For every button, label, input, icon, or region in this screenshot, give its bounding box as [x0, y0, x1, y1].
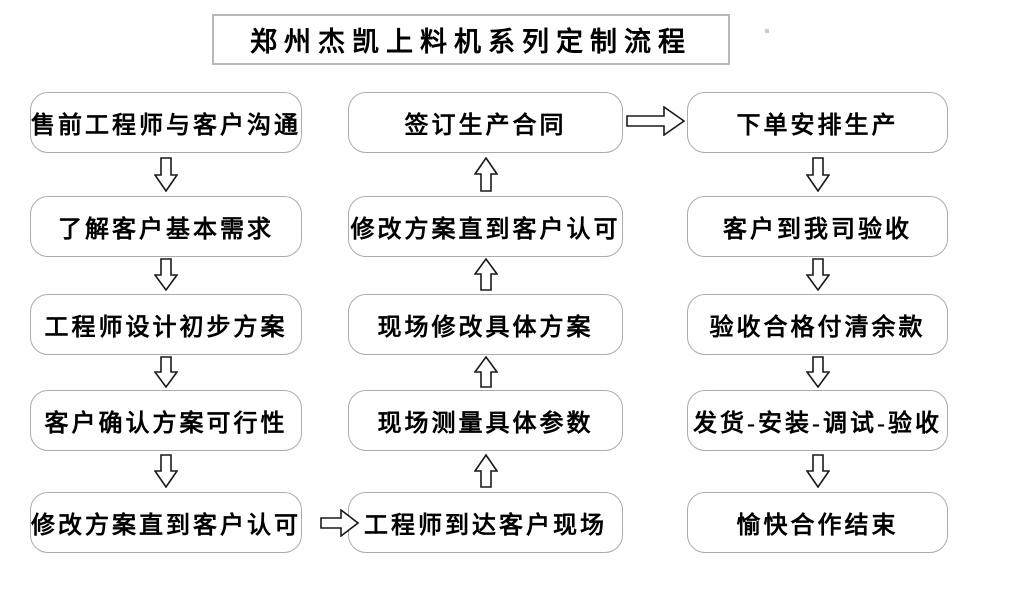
- speck-artifact: [765, 29, 769, 33]
- down-arrow-icon: [806, 454, 830, 488]
- flow-step-label: 发货-安装-调试-验收: [693, 411, 942, 437]
- flow-step-label: 现场修改具体方案: [377, 315, 594, 341]
- down-arrow-icon: [154, 454, 178, 488]
- down-arrow-icon: [154, 157, 178, 192]
- flow-step-label: 客户确认方案可行性: [44, 411, 288, 437]
- flow-step-label: 下单安排生产: [736, 113, 899, 139]
- flow-step-happy-cooperation-end: 愉快合作结束: [687, 492, 948, 553]
- page-title: 郑州杰凯上料机系列定制流程: [250, 27, 692, 57]
- flow-step-sign-contract: 签订生产合同: [348, 92, 623, 153]
- up-arrow-icon: [474, 258, 498, 291]
- down-arrow-icon: [806, 356, 830, 388]
- up-arrow-icon: [474, 454, 498, 488]
- flow-step-customer-acceptance-visit: 客户到我司验收: [687, 196, 948, 257]
- flow-step-engineer-arrives-site: 工程师到达客户现场: [348, 492, 623, 553]
- flow-step-revise-until-approved: 修改方案直到客户认可: [30, 492, 302, 553]
- flow-step-label: 验收合格付清余款: [709, 315, 926, 341]
- flow-step-pay-balance: 验收合格付清余款: [687, 294, 948, 355]
- flow-step-order-production: 下单安排生产: [687, 92, 948, 153]
- flow-step-label: 修改方案直到客户认可: [31, 513, 301, 539]
- right-arrow-icon: [320, 509, 359, 537]
- flow-step-presales-communication: 售前工程师与客户沟通: [30, 92, 302, 153]
- flow-step-label: 了解客户基本需求: [58, 217, 274, 243]
- flow-step-design-preliminary-plan: 工程师设计初步方案: [30, 294, 302, 355]
- flow-step-label: 签订生产合同: [404, 113, 567, 139]
- up-arrow-icon: [474, 157, 498, 192]
- down-arrow-icon: [154, 258, 178, 291]
- title-box: 郑州杰凯上料机系列定制流程: [212, 14, 730, 65]
- down-arrow-icon: [806, 258, 830, 291]
- up-arrow-icon: [474, 356, 498, 388]
- down-arrow-icon: [154, 356, 178, 388]
- flow-step-revise-until-approved-onsite: 修改方案直到客户认可: [348, 196, 623, 257]
- down-arrow-icon: [806, 157, 830, 192]
- flow-step-label: 工程师设计初步方案: [44, 315, 288, 341]
- flow-step-onsite-modify-plan: 现场修改具体方案: [348, 294, 623, 355]
- right-arrow-icon: [626, 106, 685, 136]
- flow-step-understand-needs: 了解客户基本需求: [30, 196, 302, 257]
- flow-step-label: 现场测量具体参数: [377, 411, 594, 437]
- flow-step-label: 工程师到达客户现场: [364, 513, 607, 539]
- flow-step-label: 售前工程师与客户沟通: [31, 113, 301, 139]
- flow-step-label: 修改方案直到客户认可: [350, 217, 621, 243]
- flow-step-label: 客户到我司验收: [723, 217, 912, 243]
- flow-step-onsite-measure-parameters: 现场测量具体参数: [348, 390, 623, 451]
- flow-step-ship-install-debug-accept: 发货-安装-调试-验收: [687, 390, 948, 451]
- flow-step-label: 愉快合作结束: [736, 513, 899, 539]
- flow-step-confirm-feasibility: 客户确认方案可行性: [30, 390, 302, 451]
